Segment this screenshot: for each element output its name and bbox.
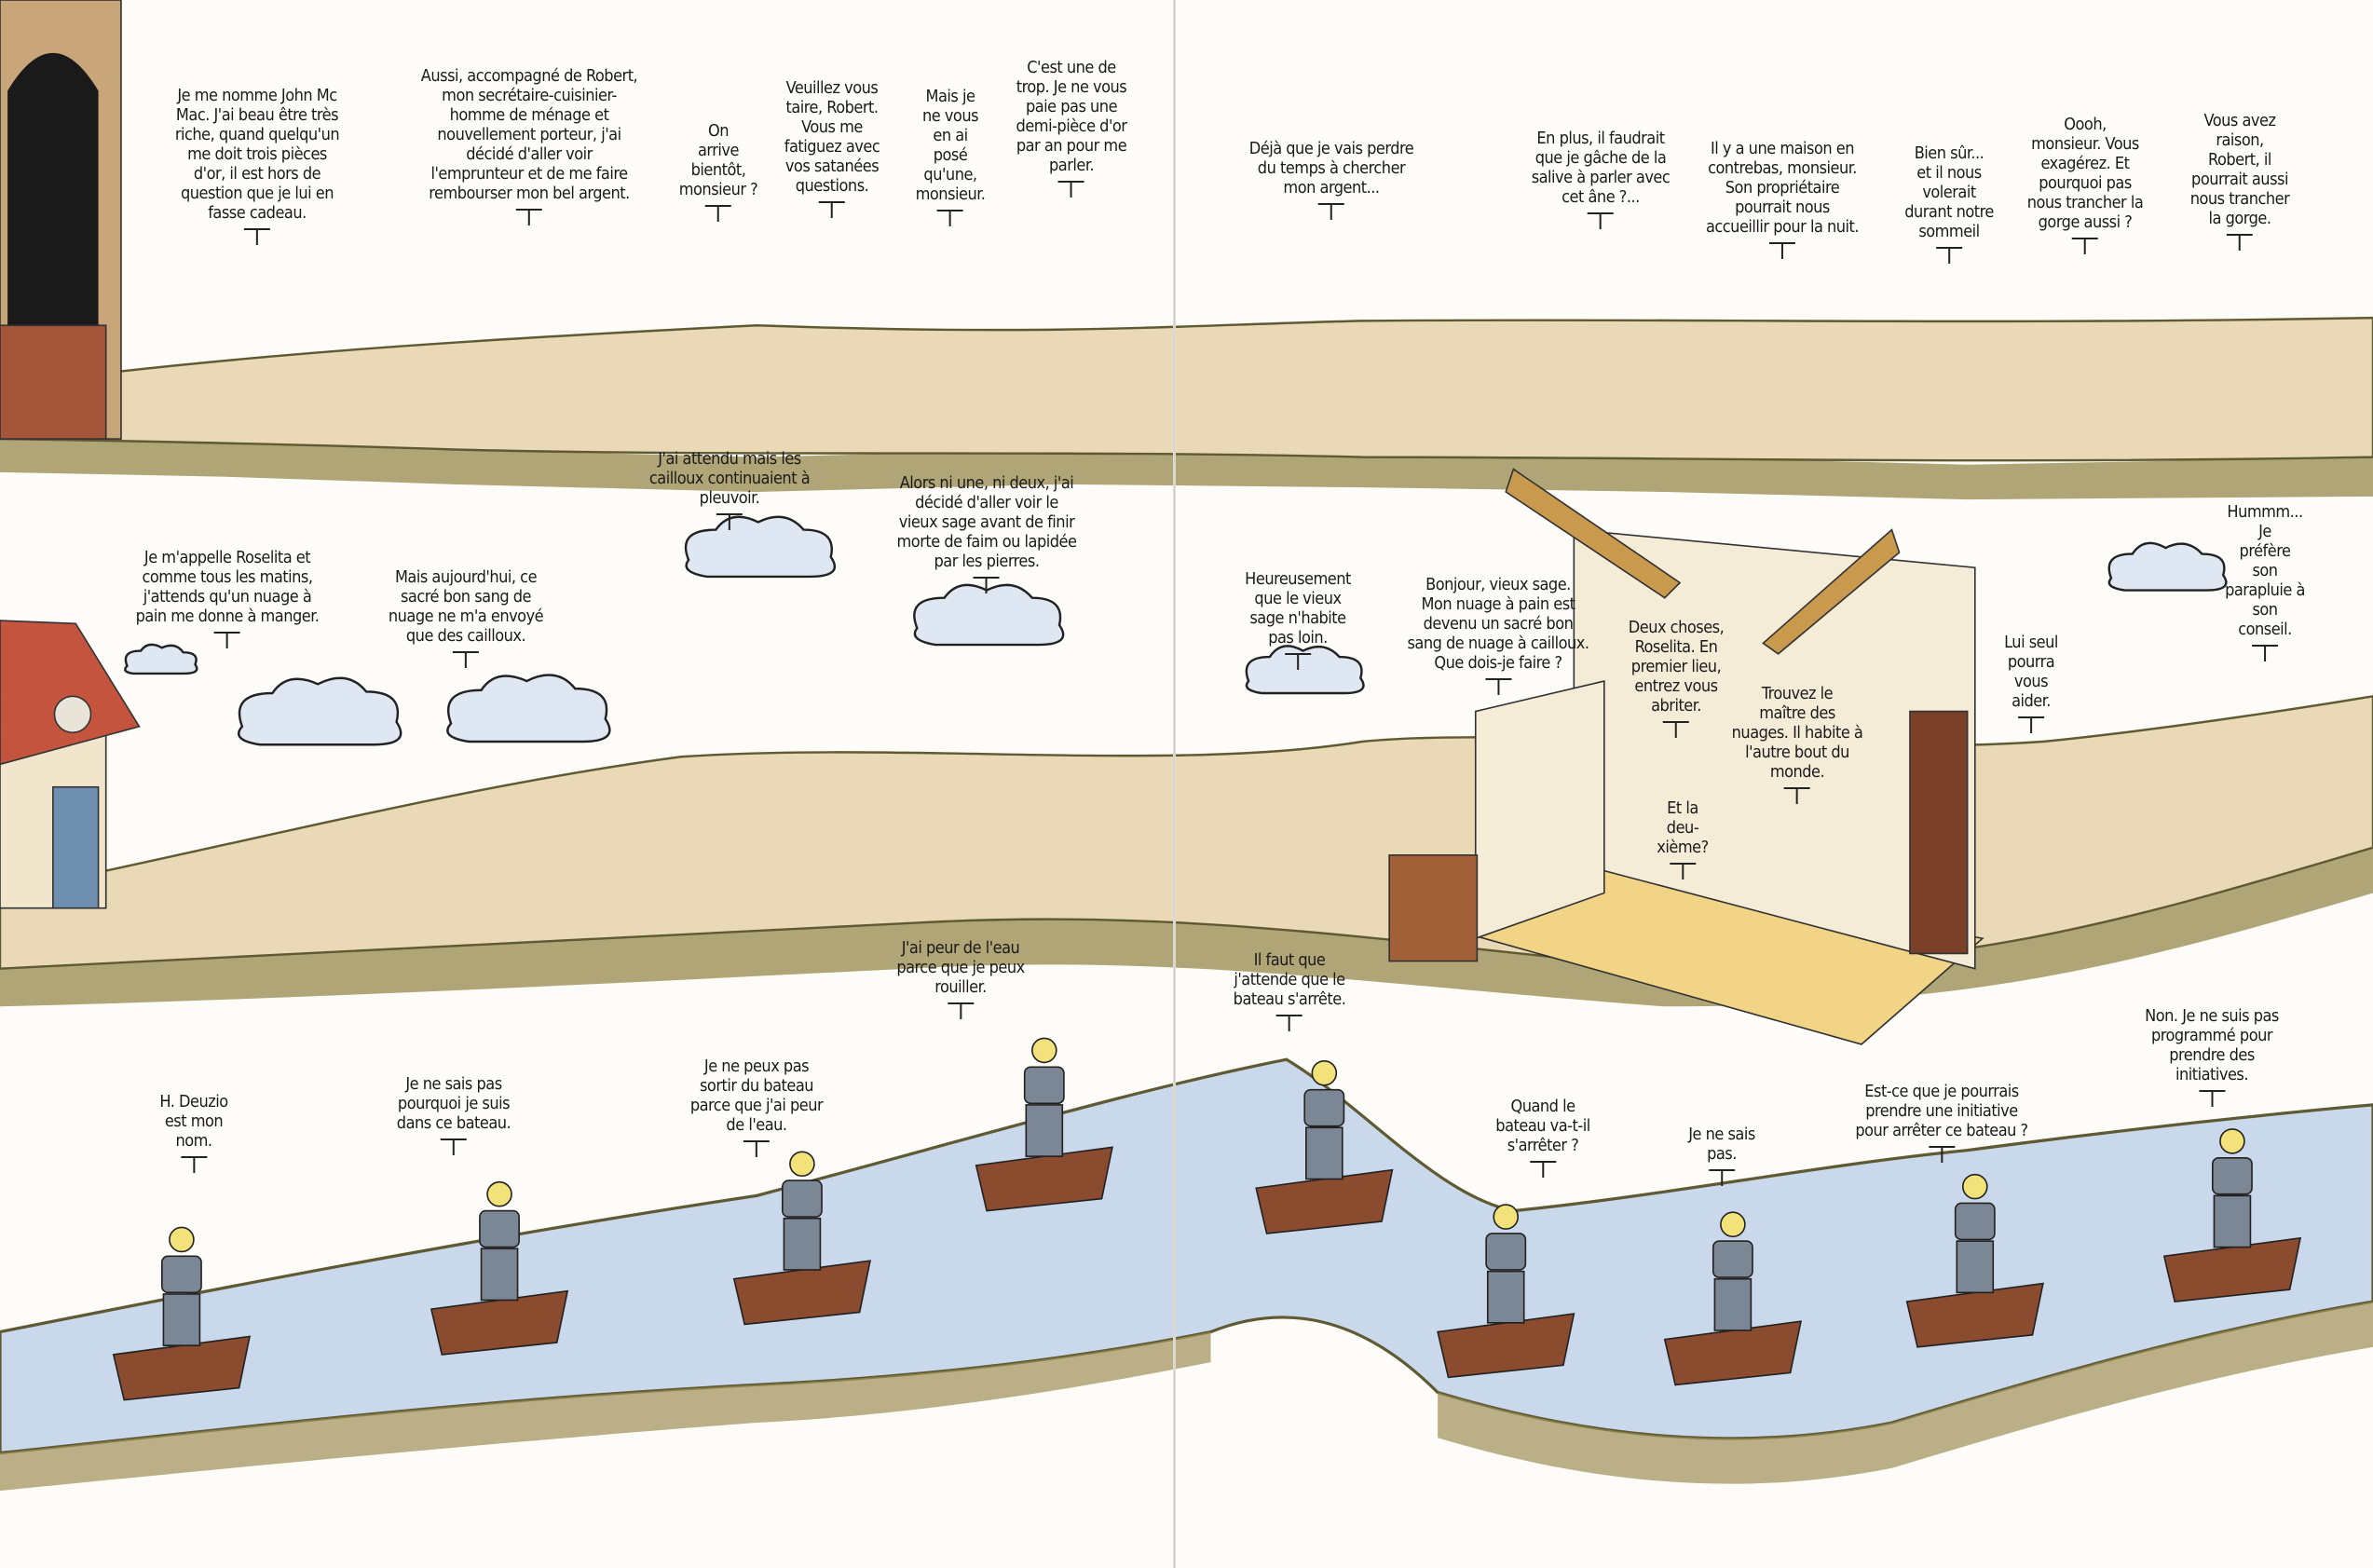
speech-bubble: Est-ce que je pourrais prendre une initi…: [1855, 1082, 2028, 1163]
robot-in-boat: [732, 1151, 872, 1326]
lightbulb-icon: [1720, 1211, 1746, 1238]
cloud: [446, 674, 611, 743]
robot-in-boat: [2162, 1128, 2302, 1302]
boat: [112, 1335, 252, 1401]
speech-bubble: Je ne sais pas pourquoi je suis dans ce …: [397, 1074, 511, 1155]
speech-bubble: Je m'appelle Roselita et comme tous les …: [136, 548, 320, 648]
speech-bubble: Deux choses, Roselita. En premier lieu, …: [1629, 618, 1725, 738]
speech-bubble: Déjà que je vais perdre du temps à cherc…: [1249, 139, 1414, 220]
speech-bubble: Lui seul pourra vous aider.: [2004, 633, 2058, 733]
lightbulb-icon: [486, 1180, 512, 1207]
speech-bubble: Il y a une maison en contrebas, monsieur…: [1706, 139, 1860, 259]
speech-bubble: Bien sûr... et il nous volerait durant n…: [1904, 143, 1994, 264]
speech-bubble: Quand le bateau va-t-il s'arrêter ?: [1495, 1097, 1590, 1178]
robot-body: [2213, 1194, 2252, 1248]
speech-bubble: Bonjour, vieux sage. Mon nuage à pain es…: [1407, 575, 1589, 695]
robot-body: [162, 1293, 201, 1347]
speech-bubble: Trouvez le maître des nuages. Il habite …: [1732, 684, 1863, 804]
speech-bubble: Et la deu- xième?: [1657, 798, 1709, 879]
speech-bubble: Heureusement que le vieux sage n'habite …: [1245, 569, 1351, 670]
speech-bubble: Oooh, monsieur. Vous exagérez. Et pourqu…: [2027, 115, 2144, 254]
boat: [430, 1289, 569, 1356]
speech-bubble: Je me nomme John Mc Mac. J'ai beau être …: [175, 86, 340, 245]
cloud: [238, 676, 402, 746]
lightbulb-icon: [1031, 1037, 1057, 1064]
page-gutter: [1173, 0, 1176, 1568]
robot-body: [1305, 1126, 1343, 1180]
speech-bubble: Hummm... Je préfère son parapluie à son …: [2225, 502, 2305, 661]
cloud: [2107, 541, 2228, 592]
speech-bubble: Je ne peux pas sortir du bateau parce qu…: [690, 1057, 824, 1157]
robot-head: [1023, 1066, 1065, 1105]
speech-bubble: Aussi, accompagné de Robert, mon secréta…: [421, 66, 638, 225]
robot-in-boat: [1255, 1059, 1394, 1234]
robot-in-boat: [975, 1037, 1113, 1212]
robot-in-boat: [1905, 1173, 2044, 1348]
robot-head: [1712, 1240, 1753, 1278]
castle-gate: [0, 0, 122, 440]
cloud: [124, 643, 198, 675]
robot-body: [1486, 1270, 1525, 1324]
robot-head: [781, 1179, 823, 1218]
robot-body: [480, 1248, 519, 1302]
robot-head: [1954, 1202, 1996, 1241]
speech-bubble: Veuillez vous taire, Robert. Vous me fat…: [784, 78, 880, 218]
lightbulb-icon: [1311, 1059, 1338, 1086]
speech-bubble: C'est une de trop. Je ne vous paie pas u…: [1016, 58, 1127, 198]
boat: [1663, 1320, 1803, 1386]
robot-head: [1485, 1233, 1527, 1271]
speech-bubble: Il faut que j'attende que le bateau s'ar…: [1234, 950, 1346, 1031]
lightbulb-icon: [2219, 1128, 2245, 1154]
lightbulb-icon: [1493, 1204, 1520, 1230]
speech-bubble: Je ne sais pas.: [1688, 1125, 1755, 1186]
strip-1-road: [0, 316, 2373, 500]
boat: [2162, 1236, 2302, 1302]
lightbulb-icon: [1961, 1173, 1988, 1200]
lightbulb-icon: [169, 1226, 195, 1253]
robot-body: [1025, 1104, 1064, 1157]
robot-head: [1303, 1088, 1345, 1127]
robot-body: [1956, 1240, 1995, 1294]
speech-bubble: Mais je ne vous en ai posé qu'une, monsi…: [916, 87, 986, 226]
boat: [975, 1146, 1113, 1212]
speech-bubble: Vous avez raison, Robert, il pourrait au…: [2190, 111, 2290, 251]
speech-bubble: En plus, il faudrait que je gâche de la …: [1532, 129, 1671, 229]
robot-in-boat: [112, 1226, 252, 1401]
speech-bubble: On arrive bientôt, monsieur ?: [679, 121, 758, 222]
speech-bubble: Alors ni une, ni deux, j'ai décidé d'all…: [897, 473, 1077, 593]
boat: [1905, 1282, 2044, 1348]
robot-in-boat: [430, 1180, 569, 1356]
boat: [1255, 1168, 1394, 1234]
robot-body: [783, 1217, 822, 1271]
robot-in-boat: [1437, 1204, 1575, 1379]
robot-in-boat: [1663, 1211, 1803, 1386]
robot-head: [2212, 1156, 2253, 1195]
cloud: [913, 583, 1065, 647]
speech-bubble: J'ai attendu mais les cailloux continuai…: [649, 449, 811, 530]
boat: [1437, 1313, 1575, 1379]
roselita-house: [0, 620, 141, 909]
robot-body: [1713, 1277, 1752, 1331]
boat: [732, 1260, 872, 1326]
speech-bubble: Mais aujourd'hui, ce sacré bon sang de n…: [389, 567, 544, 668]
robot-head: [160, 1255, 202, 1294]
speech-bubble: Non. Je ne suis pas programmé pour prend…: [2132, 1006, 2293, 1107]
speech-bubble: H. Deuzio est mon nom.: [159, 1092, 228, 1173]
robot-head: [479, 1209, 520, 1248]
speech-bubble: J'ai peur de l'eau parce que je peux rou…: [896, 938, 1025, 1019]
